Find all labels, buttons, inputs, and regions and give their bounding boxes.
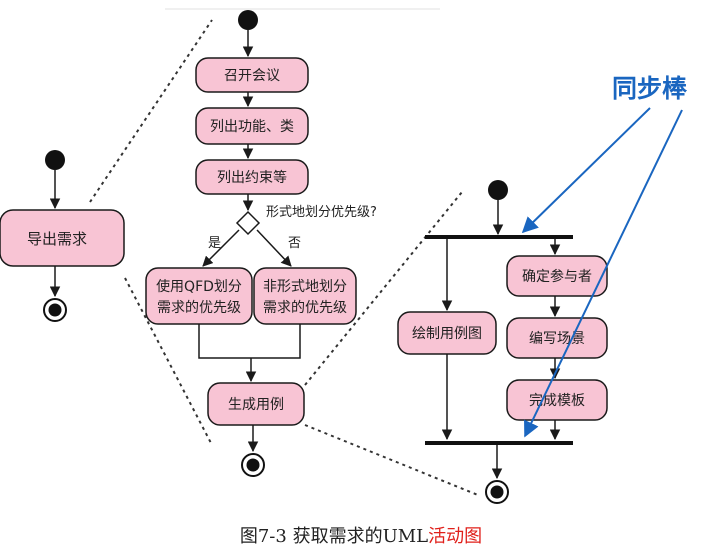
qfd-priority-line2: 需求的优先级 [157,300,241,316]
join-bar [425,441,573,445]
decision-no-label: 否 [288,236,301,251]
fork-bar [425,235,573,239]
list-functions-label: 列出功能、类 [210,119,294,135]
identify-actors-label: 确定参与者 [522,268,592,285]
complete-template-node [506,379,608,421]
generate-usecases-label: 生成用例 [228,397,284,413]
draw-usecase-diagram-label: 绘制用例图 [412,326,482,342]
sync-bar-annotation: 同步棒 [521,74,688,438]
left-end-node [43,298,67,322]
informal-priority-line2: 需求的优先级 [263,300,347,316]
left-activity: 导出需求 [0,150,125,322]
informal-priority-node [253,267,357,325]
right-start-node [488,180,508,200]
export-requirements-node [0,209,125,267]
decision-node [235,210,261,236]
merge-lines [198,324,301,359]
caption-highlight: 活动图 [428,526,483,547]
sync-bar-label: 同步棒 [612,74,688,103]
write-scenarios-label: 编写场景 [529,331,585,347]
export-requirements-label: 导出需求 [27,230,87,248]
convene-meeting-label: 召开会议 [224,68,280,84]
list-functions-node [195,107,309,145]
sync-arrow-join [524,109,683,438]
left-start-node [45,150,65,170]
convene-meeting-node [195,57,309,93]
figure-caption: 图7-3 获取需求的UML活动图 [0,522,722,548]
generate-usecases-node [207,382,305,426]
activity-diagram: 导出需求 召开会议 列出功能、类 列出约束等 形式地划分优先级? 是 否 使用Q… [0,8,688,504]
middle-start-node [238,10,258,30]
decision-yes-label: 是 [208,236,221,251]
zoom-lines [89,19,479,496]
list-constraints-label: 列出约束等 [217,169,287,186]
write-scenarios-node [506,317,608,359]
qfd-priority-line1: 使用QFD划分 [156,278,242,295]
informal-priority-line1: 非形式地划分 [263,279,347,295]
sync-arrow-fork [521,107,651,234]
identify-actors-node [506,255,608,297]
right-activity: 绘制用例图 确定参与者 编写场景 完成模板 [397,180,608,504]
middle-activity: 召开会议 列出功能、类 列出约束等 形式地划分优先级? 是 否 使用QFD划分 … [145,10,377,477]
caption-prefix: 图7-3 获取需求的UML [239,526,429,547]
middle-end-node [241,453,265,477]
complete-template-label: 完成模板 [529,393,585,409]
list-constraints-node [195,159,309,195]
decision-question: 形式地划分优先级? [266,205,377,220]
right-end-node [485,480,509,504]
